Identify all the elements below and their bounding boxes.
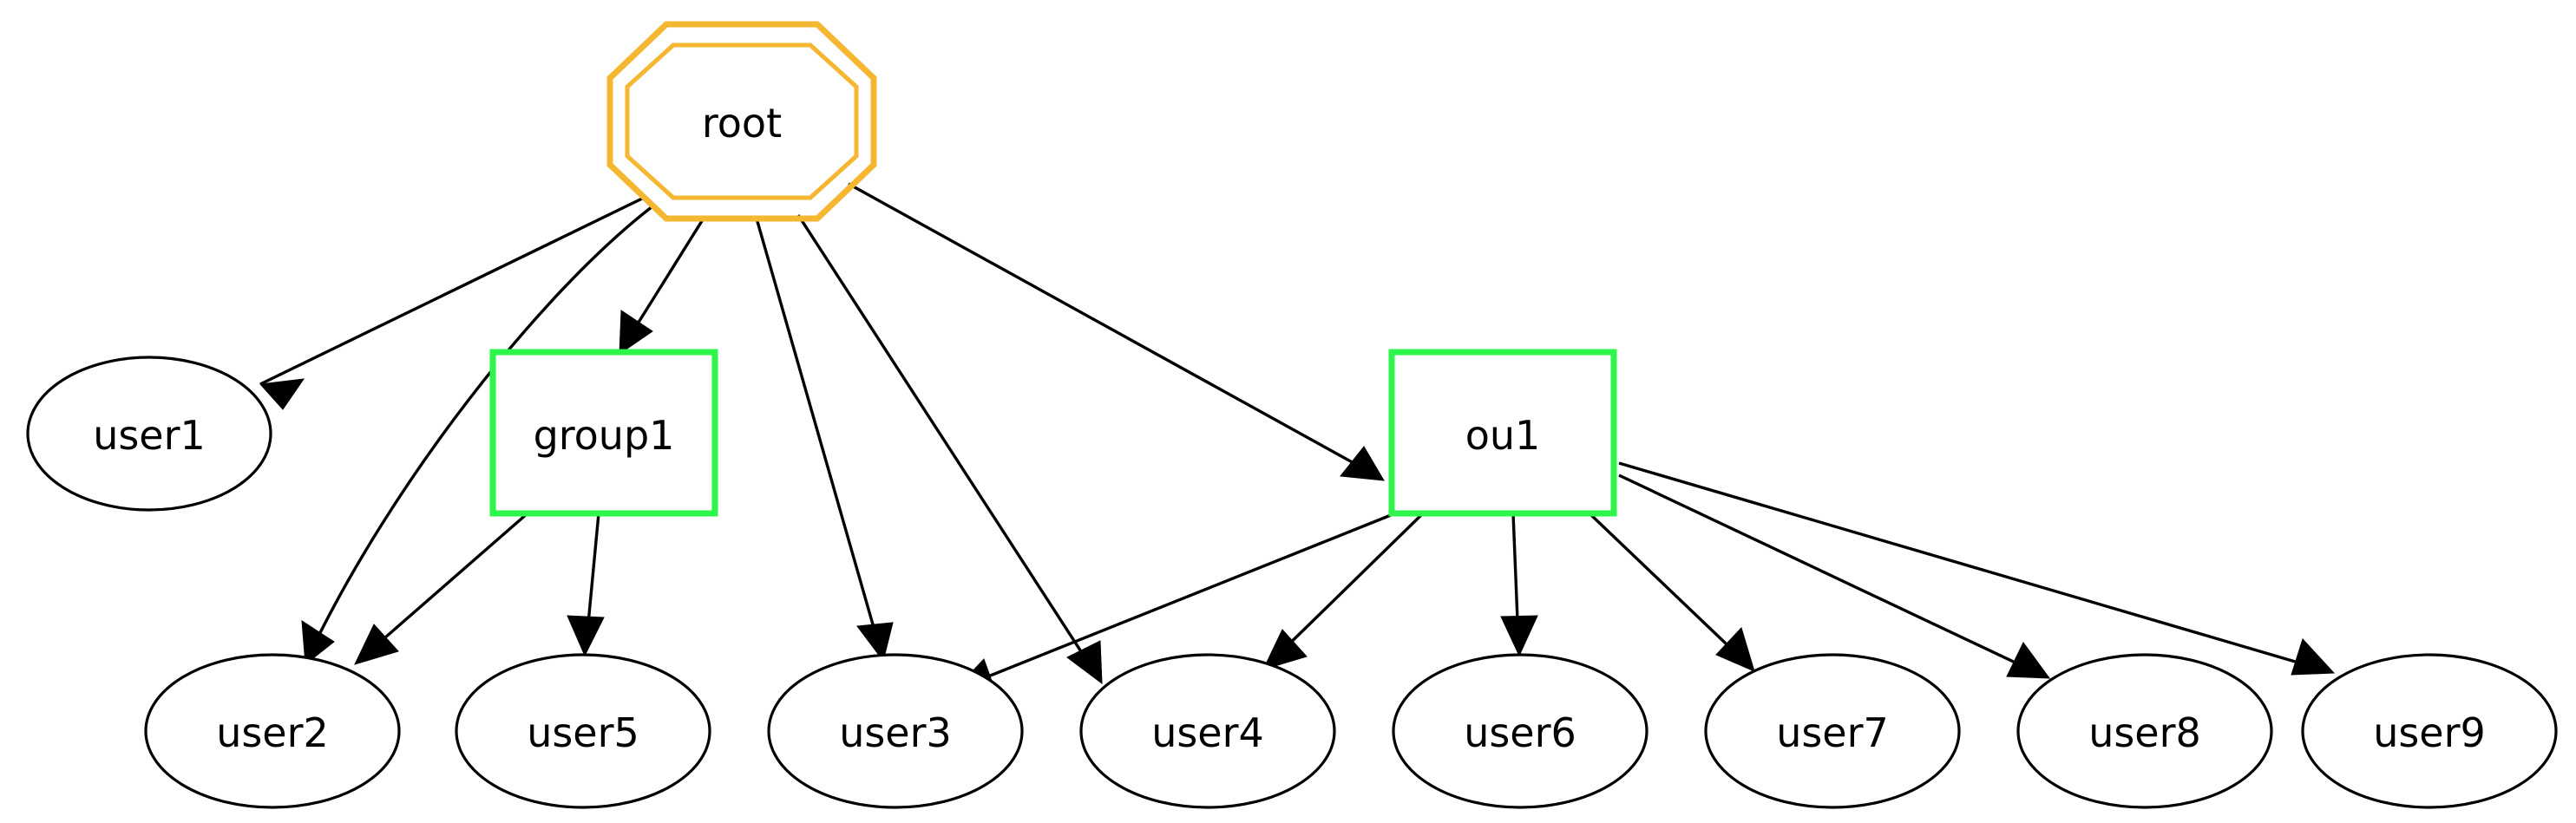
- user3-ellipse: [767, 653, 1024, 809]
- graph-node[interactable]: ou1: [1388, 349, 1617, 517]
- edge-root-group1[interactable]: [619, 216, 706, 355]
- edge-ou1-user9[interactable]: [1618, 461, 2336, 676]
- edge-root-user1[interactable]: [259, 196, 645, 410]
- user2-ellipse: [144, 653, 401, 809]
- edge-root-user3[interactable]: [755, 218, 894, 663]
- edge-layer: [259, 182, 2336, 694]
- edge-root-user2[interactable]: [301, 205, 654, 665]
- graph-node[interactable]: user9: [2301, 653, 2558, 809]
- root-octagon-inner: [625, 42, 859, 200]
- graph-node[interactable]: user6: [1392, 653, 1649, 809]
- user5-ellipse: [455, 653, 711, 809]
- group1-box: [489, 349, 718, 517]
- graph-node[interactable]: user1: [26, 356, 272, 512]
- edge-ou1-user4[interactable]: [1262, 513, 1423, 670]
- ou1-box: [1388, 349, 1617, 517]
- root-octagon-outer: [606, 21, 877, 222]
- graph-node[interactable]: user3: [767, 653, 1024, 809]
- edge-ou1-user7[interactable]: [1590, 513, 1755, 672]
- edge-ou1-user6[interactable]: [1500, 513, 1538, 657]
- graph-node[interactable]: user4: [1079, 653, 1336, 809]
- user4-ellipse: [1079, 653, 1336, 809]
- graph-node[interactable]: user7: [1704, 653, 1961, 809]
- graph-node[interactable]: user2: [144, 653, 401, 809]
- user8-ellipse: [2016, 653, 2273, 809]
- edge-root-user4[interactable]: [796, 214, 1103, 685]
- user9-ellipse: [2301, 653, 2558, 809]
- graph-node[interactable]: user5: [455, 653, 711, 809]
- edge-group1-user5[interactable]: [567, 513, 605, 657]
- user1-ellipse: [26, 356, 272, 512]
- graph-node[interactable]: group1: [489, 349, 718, 517]
- edge-group1-user2[interactable]: [354, 512, 529, 665]
- user7-ellipse: [1704, 653, 1961, 809]
- user6-ellipse: [1392, 653, 1649, 809]
- edge-ou1-user8[interactable]: [1618, 474, 2051, 679]
- edge-root-ou1[interactable]: [848, 182, 1385, 481]
- graph-node[interactable]: user8: [2016, 653, 2273, 809]
